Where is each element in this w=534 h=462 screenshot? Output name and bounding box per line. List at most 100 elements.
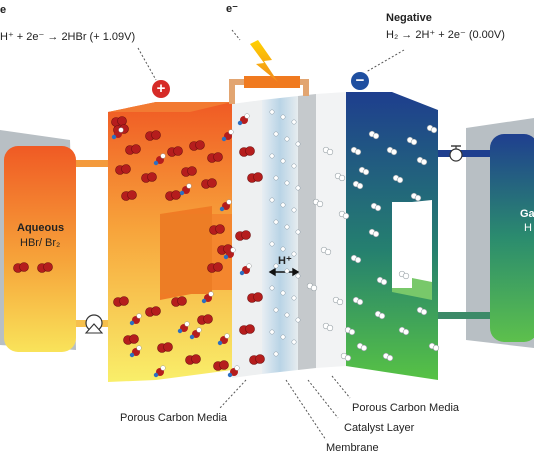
proton-dot-icon [273, 219, 279, 225]
proton-dot-icon [269, 329, 275, 335]
proton-dot-icon [284, 268, 290, 274]
membrane [262, 96, 298, 374]
proton-dot-icon [291, 207, 297, 213]
br2-molecule-icon [167, 146, 183, 157]
h2-molecule-icon [338, 210, 350, 220]
catalyst-layer [298, 94, 316, 370]
proton-dot-icon [273, 263, 279, 269]
h2-molecule-icon [410, 192, 422, 202]
negative-electrode-block [346, 92, 438, 380]
proton-dot-icon [284, 136, 290, 142]
br2-molecule-icon [13, 262, 29, 273]
br2-molecule-icon [165, 190, 181, 201]
br2-molecule-icon [121, 190, 137, 201]
h2-molecule-icon [416, 156, 428, 166]
proton-dot-icon [280, 114, 286, 120]
proton-dot-icon [291, 251, 297, 257]
leader-porous-right [331, 375, 351, 399]
h2-molecule-icon [322, 146, 334, 156]
br2-molecule-icon [207, 152, 223, 163]
gas-tank [490, 134, 534, 342]
br2-molecule-icon [141, 172, 157, 183]
negative-equation: H₂ → 2H⁺ + 2e⁻ (0.00V) [386, 29, 505, 41]
br2-molecule-icon [249, 354, 265, 365]
br2-molecule-icon [207, 262, 223, 273]
proton-dot-icon [269, 241, 275, 247]
leader-negative [365, 49, 405, 73]
hbr-molecule-icon [189, 327, 202, 340]
positive-sign: + [152, 80, 170, 98]
br2-molecule-icon [209, 224, 225, 235]
h2-molecule-icon [312, 198, 324, 208]
leader-porous-left [219, 379, 247, 409]
leader-membrane [285, 379, 327, 441]
lightning-icon [250, 40, 278, 82]
proton-dot-icon [291, 163, 297, 169]
h2-molecule-icon [358, 166, 370, 176]
aqueous-tank [4, 146, 76, 352]
proton-dot-icon [291, 295, 297, 301]
proton-dot-icon [280, 246, 286, 252]
br2-molecule-icon [213, 360, 229, 371]
negative-sign: − [351, 72, 369, 90]
h2-molecule-icon [320, 246, 332, 256]
br2-molecule-icon [123, 334, 139, 345]
h2-molecule-icon [428, 342, 440, 352]
hbr-molecule-icon [153, 365, 166, 378]
hbr-molecule-icon [129, 313, 142, 326]
h2-molecule-icon [356, 342, 368, 352]
br2-molecule-icon [157, 342, 173, 353]
br2-molecule-icon [197, 314, 213, 325]
h2-molecule-icon [382, 352, 394, 362]
pipe-bottom-right [438, 312, 490, 319]
proton-dot-icon [269, 285, 275, 291]
proton-dot-icon [295, 141, 301, 147]
h2-molecule-icon [352, 296, 364, 306]
proton-dot-icon [284, 224, 290, 230]
br2-molecule-icon [171, 296, 187, 307]
h2-molecule-icon [398, 326, 410, 336]
h2-molecule-icon [334, 172, 346, 182]
br2-molecule-icon [239, 146, 255, 157]
proton-dot-icon [280, 158, 286, 164]
h2-molecule-icon [416, 306, 428, 316]
proton-dot-icon [295, 229, 301, 235]
hbr-molecule-icon [153, 153, 166, 166]
br2-molecule-icon [185, 354, 201, 365]
proton-dot-icon [295, 273, 301, 279]
pipe-top-right [438, 150, 490, 157]
molecules [13, 109, 440, 378]
h2-molecule-icon [370, 202, 382, 212]
hbr-molecule-icon [227, 365, 240, 378]
br2-molecule-icon [201, 178, 217, 189]
h2-molecule-icon [306, 282, 318, 292]
callout-porous-right: Porous Carbon Media [352, 402, 460, 414]
hbr-molecule-icon [177, 321, 190, 334]
leader-electron [231, 29, 241, 41]
positive-equation: H⁺ + 2e⁻ → 2HBr (+ 1.09V) [0, 31, 136, 43]
proton-label: H⁺ [278, 255, 292, 267]
valve-icon [449, 145, 463, 162]
proton-dot-icon [273, 351, 279, 357]
proton-dot-icon [291, 119, 297, 125]
callout-catalyst: Catalyst Layer [344, 422, 415, 434]
h2-molecule-icon [386, 146, 398, 156]
hbr-molecule-icon [111, 127, 124, 140]
br2-molecule-icon [111, 116, 127, 127]
br2-molecule-icon [145, 130, 161, 141]
br2-molecule-icon [115, 164, 131, 175]
proton-dot-icon [295, 317, 301, 323]
h2-molecule-icon [392, 174, 404, 184]
hbr-molecule-icon [219, 199, 232, 212]
br2-molecule-icon [113, 296, 129, 307]
h2-molecule-icon [344, 326, 356, 336]
proton-arrow [268, 267, 300, 277]
electron-label: e⁻ [226, 3, 238, 15]
br2-molecule-icon [145, 306, 161, 317]
hbr-molecule-icon [221, 129, 234, 142]
h2-molecule-icon [332, 296, 344, 306]
gas-subtitle: H [524, 222, 532, 234]
proton-dot-icon [280, 334, 286, 340]
br2-molecule-icon [189, 140, 205, 151]
load-bar [244, 76, 300, 88]
